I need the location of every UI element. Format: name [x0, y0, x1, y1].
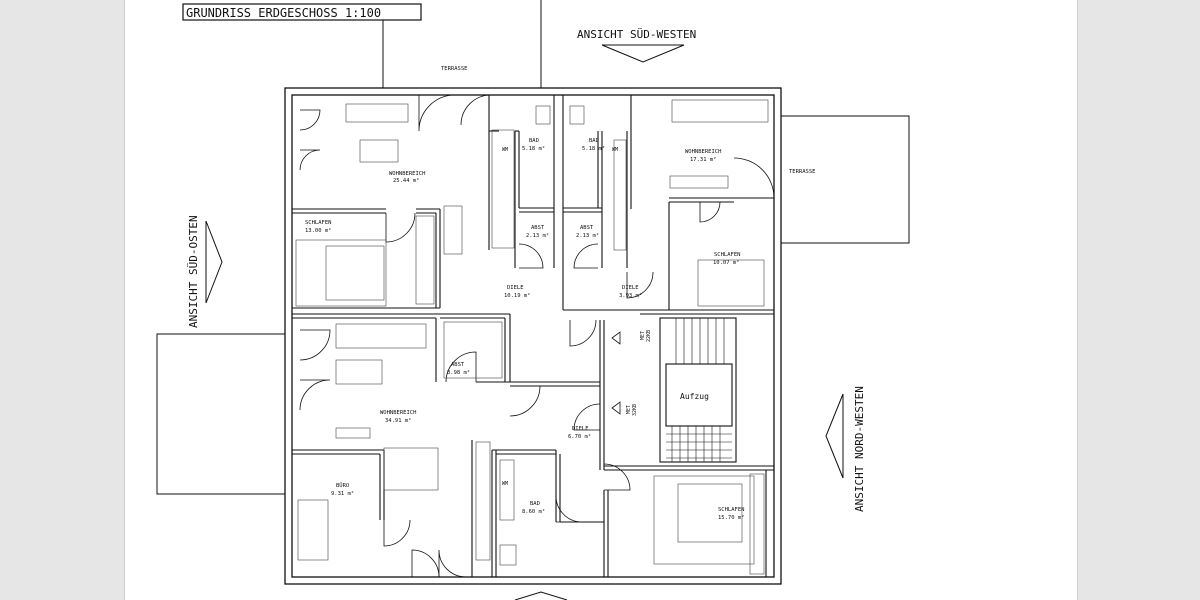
view-arrow-south-east: [205, 220, 223, 304]
room-name-diele-a: DIELE: [507, 285, 524, 291]
plan-title: GRUNDRISS ERDGESCHOSS 1:100: [186, 6, 381, 20]
view-arrow-south-west: [601, 44, 685, 63]
meter-label-a: MET: [640, 331, 646, 340]
washer-label-b: WM: [612, 147, 618, 153]
view-label-south-east: ANSICHT SÜD-OSTEN: [187, 215, 200, 328]
elevator-label: Aufzug: [680, 392, 709, 401]
room-area-wohnbereich-b: 17.31 m²: [690, 156, 717, 163]
room-name-schlafen-c: SCHLAFEN: [718, 507, 745, 513]
room-labels: WOHNBEREICH 25.44 m² SCHLAFEN 13.00 m² B…: [305, 138, 745, 521]
interior-walls: [292, 95, 774, 577]
room-area-bad-b: 5.18 m²: [582, 145, 605, 152]
room-area-wohnbereich-c: 34.91 m²: [385, 417, 412, 424]
meter-sub-label-a: 22KB: [646, 330, 652, 342]
fixture-labels: WM WM WM MET 22KB MET 32KB Aufzug: [502, 147, 709, 487]
title-frame: [182, 3, 422, 21]
meter-symbols: [611, 331, 621, 415]
meter-sub-label-b: 32KB: [632, 404, 638, 416]
view-marker-south-west: ANSICHT SÜD-WESTEN: [577, 28, 696, 63]
room-name-schlafen-a: SCHLAFEN: [305, 220, 332, 226]
view-marker-north-west: ANSICHT NORD-WESTEN: [825, 386, 866, 512]
meter-label-b: MET: [626, 405, 632, 414]
room-name-wohnbereich-c: WOHNBEREICH: [380, 410, 416, 416]
room-area-abst-c: 3.98 m²: [447, 369, 470, 376]
terrace-label-top: TERRASSE: [441, 66, 468, 72]
drawing-sheet: [124, 0, 1078, 600]
terrace-left: [156, 333, 285, 495]
room-area-schlafen-c: 15.70 m²: [718, 514, 745, 521]
room-name-wohnbereich-b: WOHNBEREICH: [685, 149, 721, 155]
room-area-diele-c: 6.70 m²: [568, 433, 591, 440]
door-swings: [299, 94, 775, 578]
terrace-right: [780, 115, 910, 244]
room-area-diele-b: 3.93 m²: [619, 292, 642, 299]
room-name-diele-b: DIELE: [622, 285, 639, 291]
view-marker-south-east: ANSICHT SÜD-OSTEN: [187, 215, 223, 328]
terrace-label-right: TERRASSE: [789, 169, 816, 175]
room-name-bad-a: BAD: [529, 138, 539, 144]
room-area-wohnbereich-a: 25.44 m²: [393, 177, 420, 184]
washer-label-a: WM: [502, 147, 508, 153]
room-name-diele-c: DIELE: [572, 426, 589, 432]
view-label-south-west: ANSICHT SÜD-WESTEN: [577, 28, 696, 41]
room-area-diele-a: 10.19 m²: [504, 292, 531, 299]
room-area-schlafen-a: 13.00 m²: [305, 227, 332, 234]
room-name-wohnbereich-a: WOHNBEREICH: [389, 171, 425, 177]
room-name-abst-a: ABST: [531, 225, 545, 231]
room-name-abst-b: ABST: [580, 225, 594, 231]
furniture: [295, 99, 769, 575]
title-block: GRUNDRISS ERDGESCHOSS 1:100: [182, 0, 542, 88]
room-name-schlafen-b: SCHLAFEN: [714, 252, 741, 258]
room-area-abst-b: 2.13 m²: [576, 232, 599, 239]
view-arrow-north-west: [825, 393, 844, 479]
room-name-buero: BÜRO: [336, 482, 349, 489]
view-label-north-west: ANSICHT NORD-WESTEN: [853, 386, 866, 512]
view-arrow-bottom: [514, 591, 568, 600]
room-name-bad-c: BAD: [530, 501, 540, 507]
room-name-abst-c: ABST: [451, 362, 465, 368]
room-name-bad-b: BAD: [589, 138, 599, 144]
room-area-bad-c: 8.60 m²: [522, 508, 545, 515]
room-area-bad-a: 5.18 m²: [522, 145, 545, 152]
staircase: [666, 318, 732, 462]
exterior-walls: [284, 87, 782, 585]
room-area-abst-a: 2.13 m²: [526, 232, 549, 239]
room-area-buero: 9.31 m²: [331, 490, 354, 497]
room-area-schlafen-b: 10.07 m²: [713, 259, 740, 266]
washer-label-c: WM: [502, 481, 508, 487]
